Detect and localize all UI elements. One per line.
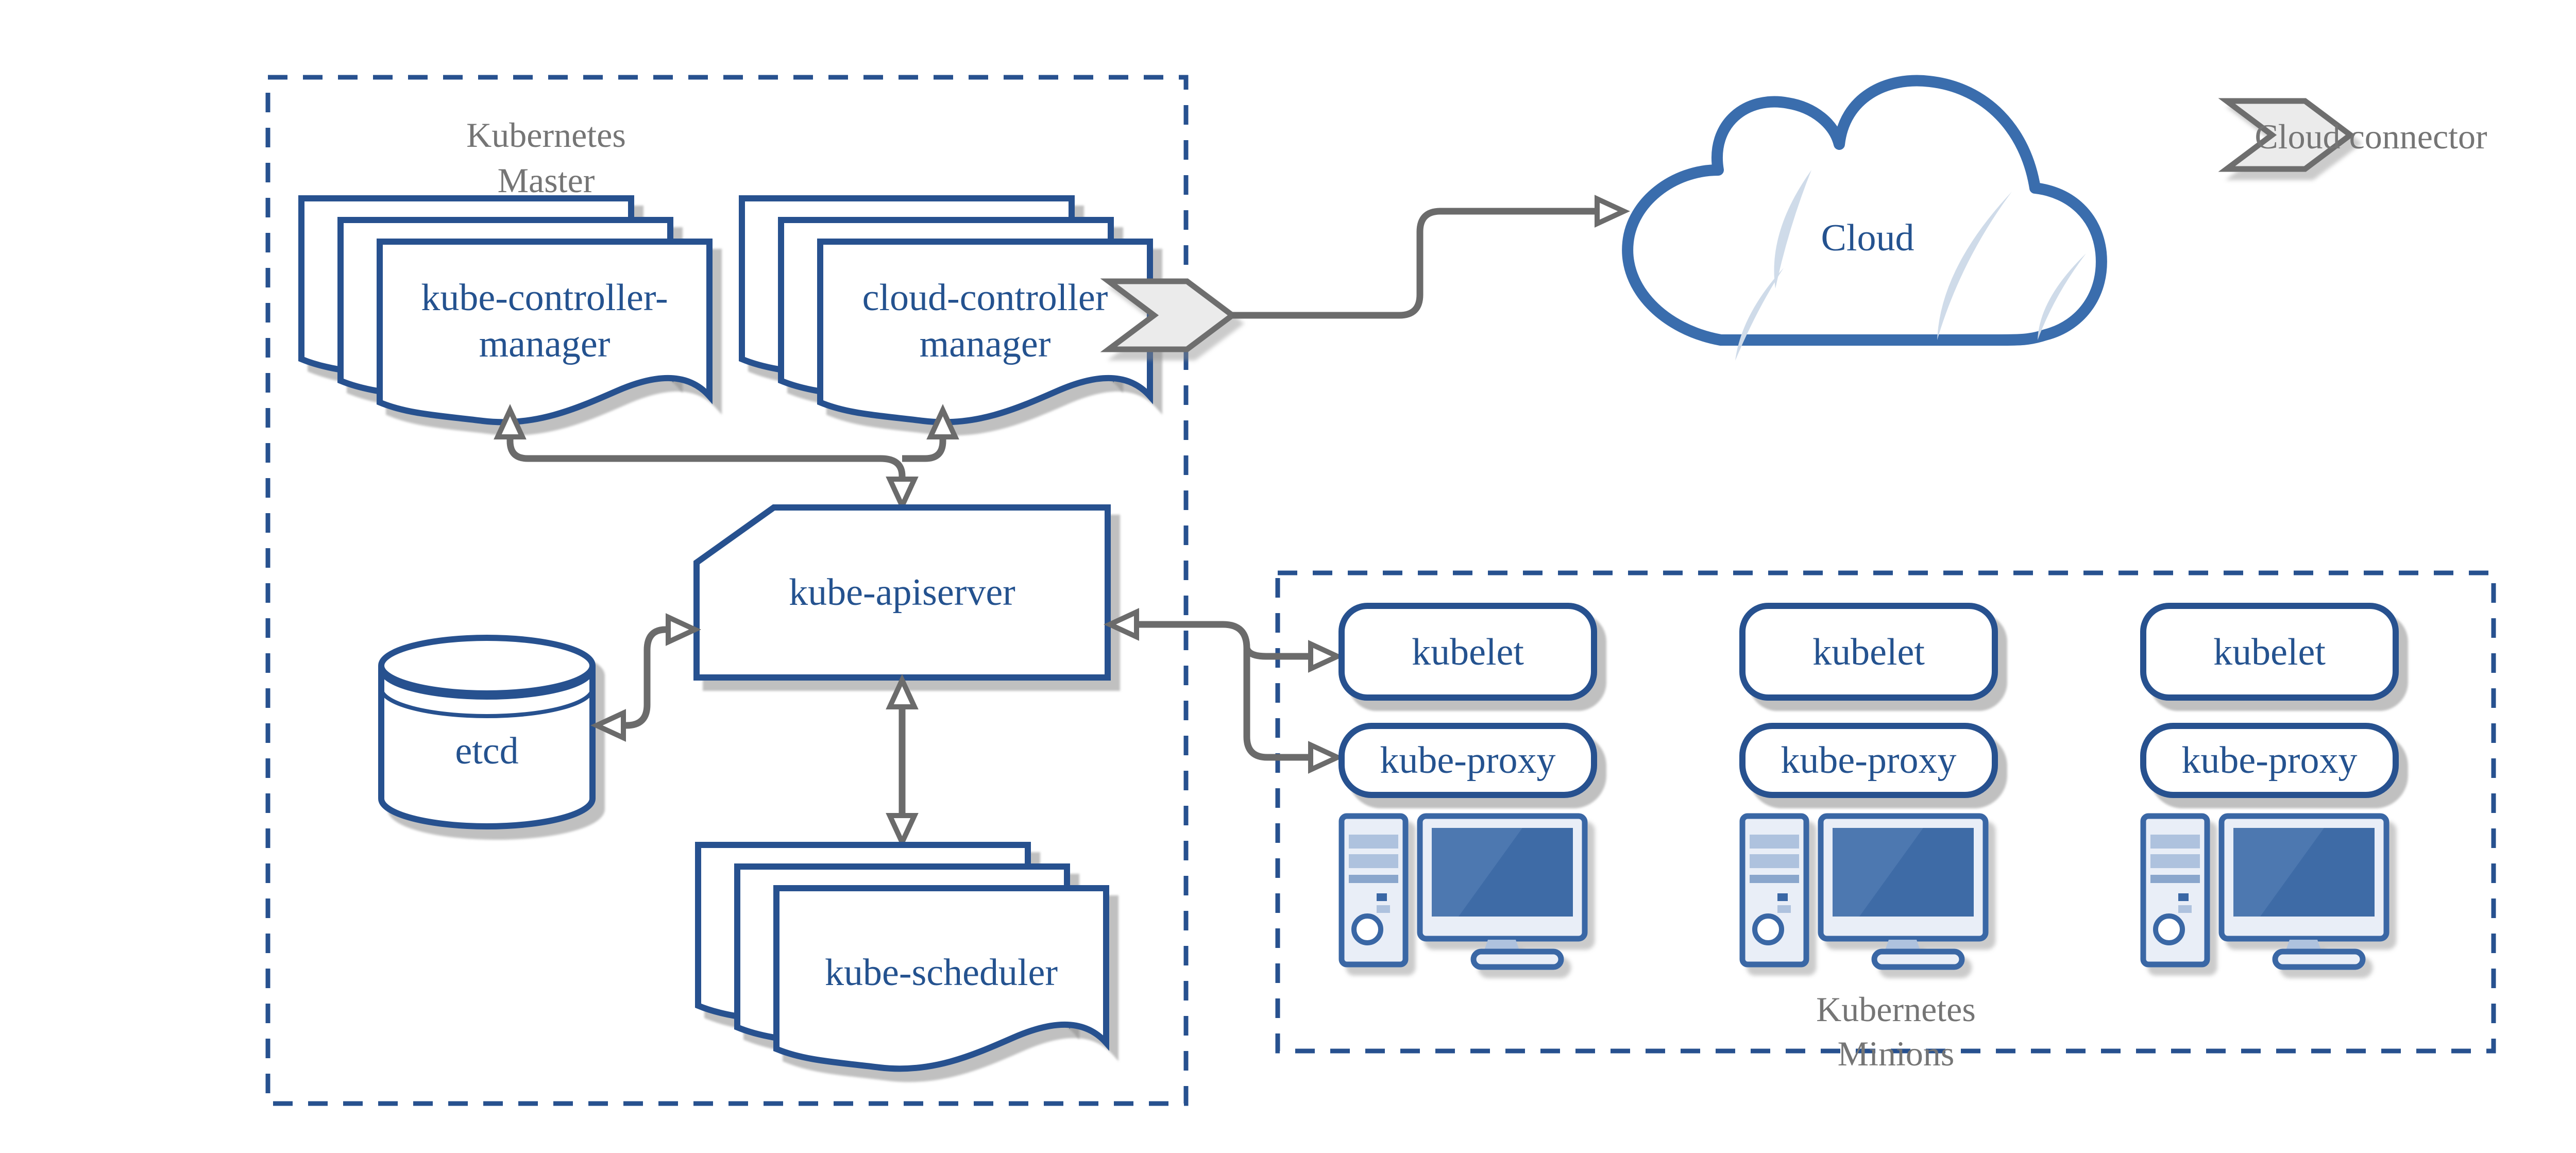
arrowhead-up-icon <box>494 404 527 439</box>
computer-icon <box>1742 816 1986 967</box>
cloud-controller-manager-label-line1: cloud-controller <box>862 277 1108 319</box>
computer-icon <box>2143 816 2386 967</box>
kubelet-label: kubelet <box>2213 631 2326 673</box>
minion-column-1: kubelet kube-proxy <box>1338 603 1597 967</box>
cylinder-ring <box>379 669 595 700</box>
minion-column-2: kubelet kube-proxy <box>1739 603 1998 967</box>
etcd-apiserver-connector <box>590 613 701 742</box>
kubelet-label: kubelet <box>1812 631 1925 673</box>
etcd-label: etcd <box>455 730 518 772</box>
kube-apiserver-label: kube-apiserver <box>789 571 1015 614</box>
arrowhead-up-icon <box>926 404 959 439</box>
kube-proxy-node <box>1739 723 1998 798</box>
arrowhead-up-icon <box>886 674 919 709</box>
master-title-line1: Kubernetes <box>466 115 626 155</box>
cloud-connector-chevron-icon <box>1100 278 1238 352</box>
arrowhead-left-icon <box>1104 608 1139 641</box>
arrowhead-right-icon <box>1308 640 1344 673</box>
kube-scheduler-label: kube-scheduler <box>825 952 1058 994</box>
kube-apiserver-node: kube-apiserver <box>693 504 1111 681</box>
master-cloud-connector <box>1232 195 1630 319</box>
arrowhead-down-icon <box>886 477 919 512</box>
kube-proxy-node <box>1338 723 1597 798</box>
cloud-controller-manager-label-line2: manager <box>920 323 1051 365</box>
kube-proxy-label: kube-proxy <box>1781 739 1956 782</box>
kube-proxy-label: kube-proxy <box>2181 739 2357 782</box>
kube-controller-manager-label-line1: kube-controller- <box>421 277 668 319</box>
legend: Cloud connector <box>2218 98 2487 172</box>
apiserver-minions-connector <box>1104 608 1344 774</box>
computer-icon <box>1342 816 1585 967</box>
legend-label: Cloud connector <box>2255 117 2487 156</box>
arrowhead-right-icon <box>1308 741 1344 774</box>
master-title-line2: Master <box>498 161 595 200</box>
kube-controller-manager-node: kube-controller- manager <box>301 198 709 422</box>
legend-chevron-icon <box>2218 98 2355 172</box>
kubelet-node <box>1338 603 1597 701</box>
cloud-controller-manager-node: cloud-controller manager <box>742 198 1150 422</box>
apiserver-scheduler-connector <box>886 674 919 849</box>
cloud-node: Cloud <box>1622 75 2107 361</box>
controllers-apiserver-connector <box>494 404 959 512</box>
kubernetes-master-boundary <box>265 75 1189 1106</box>
kubelet-node <box>1739 603 1998 701</box>
kube-proxy-label: kube-proxy <box>1380 739 1555 782</box>
kube-controller-manager-label-line2: manager <box>479 323 611 365</box>
arrowhead-down-icon <box>886 813 919 849</box>
kubelet-label: kubelet <box>1412 631 1524 673</box>
cylinder-ring <box>379 688 595 718</box>
arrowhead-left-icon <box>590 709 626 742</box>
minions-title-line1: Kubernetes <box>1816 990 1976 1029</box>
cloud-label: Cloud <box>1821 217 1914 259</box>
minions-title-line2: Minions <box>1838 1034 1955 1073</box>
kube-scheduler-node: kube-scheduler <box>698 845 1106 1069</box>
etcd-node: etcd <box>378 635 596 829</box>
arrowhead-right-icon <box>666 613 701 646</box>
minion-column-3: kubelet kube-proxy <box>2140 603 2399 967</box>
kubernetes-minions-boundary <box>1275 570 2496 1054</box>
kube-proxy-node <box>2140 723 2399 798</box>
kubelet-node <box>2140 603 2399 701</box>
arrowhead-right-icon <box>1595 195 1630 228</box>
